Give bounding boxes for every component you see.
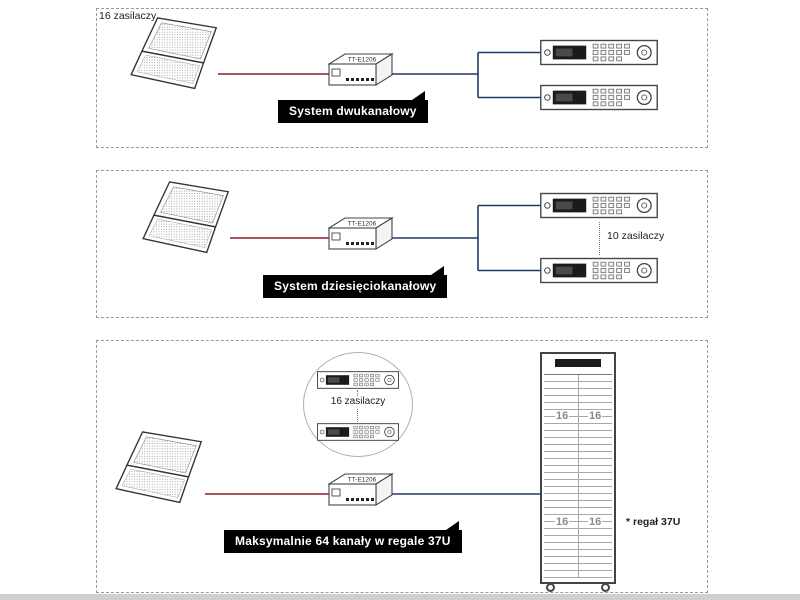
count-label-16: 16 zasilaczy <box>99 10 157 22</box>
dotted-extension-line <box>357 409 358 422</box>
converter-device-1: TT-E1206 <box>328 53 393 86</box>
bottom-scroll-edge <box>0 594 800 600</box>
converter-label: TT-E1206 <box>348 57 377 64</box>
caster-icon <box>546 583 555 592</box>
power-supply-unit <box>540 39 658 66</box>
banner-rack-system: Maksymalnie 64 kanały w regale 37U <box>224 521 462 553</box>
count-label-16-circle: 16 zasilaczy <box>330 396 386 407</box>
rack-modules: 16 16 16 16 <box>544 374 612 578</box>
power-supply-unit <box>540 257 658 284</box>
converter-label: TT-E1206 <box>348 221 377 228</box>
power-supply-unit-mini <box>317 423 399 441</box>
count-label-10: 10 zasilaczy <box>607 230 665 242</box>
rack-cabinet: 16 16 16 16 <box>540 352 616 592</box>
panel-dual-channel <box>96 8 708 148</box>
laptop-icon <box>130 17 217 90</box>
banner-ten-channel: System dziesięciokanałowy <box>263 266 448 298</box>
rack-number: 16 <box>588 516 603 528</box>
rack-vent <box>555 359 601 367</box>
caster-icon <box>601 583 610 592</box>
rack-note: * regał 37U <box>626 516 681 528</box>
panel-ten-channel <box>96 170 708 318</box>
laptop-icon <box>142 181 229 254</box>
panel-rack-system <box>96 340 708 593</box>
dotted-extension-line <box>599 222 600 255</box>
converter-device-3: TT-E1206 <box>328 473 393 506</box>
dotted-extension-line <box>357 390 358 396</box>
rack-number: 16 <box>588 410 603 422</box>
rack-number: 16 <box>555 410 570 422</box>
power-supply-unit <box>540 192 658 219</box>
laptop-icon <box>115 431 202 504</box>
banner-dual-channel: System dwukanałowy <box>278 91 428 123</box>
converter-device-2: TT-E1206 <box>328 217 393 250</box>
rack-number: 16 <box>555 516 570 528</box>
converter-label: TT-E1206 <box>348 477 377 484</box>
power-supply-unit <box>540 84 658 111</box>
power-supply-unit-mini <box>317 371 399 389</box>
